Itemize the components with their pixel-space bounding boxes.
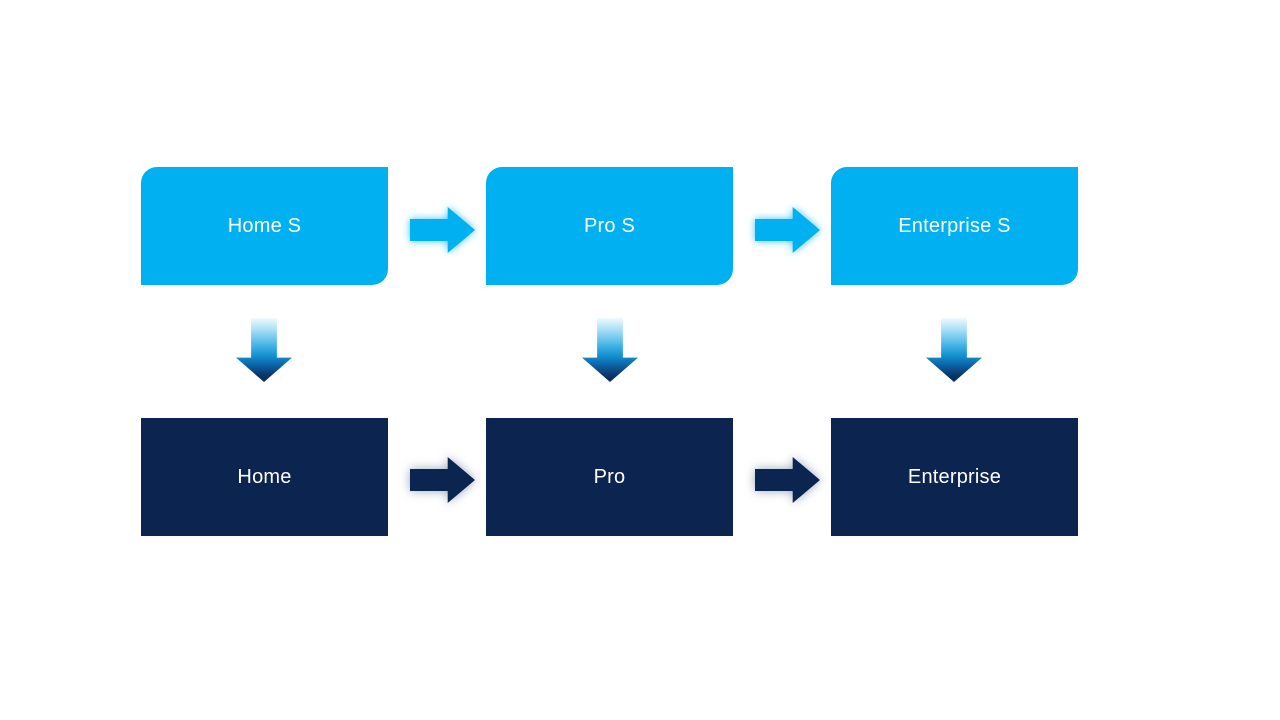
down-arrow-icon [582, 318, 638, 382]
box-enterprise: Enterprise [831, 418, 1078, 536]
right-arrow-icon [410, 207, 475, 253]
box-pro-s-label: Pro S [583, 214, 636, 237]
box-home-label: Home [237, 465, 292, 488]
right-arrow-icon [755, 207, 820, 253]
right-arrow-shape [410, 457, 475, 503]
right-arrow-icon [755, 457, 820, 503]
box-home-s: Home S [141, 167, 388, 285]
box-enterprise-s-label: Enterprise S [898, 214, 1011, 237]
box-home-s-label: Home S [227, 214, 302, 237]
right-arrow-shape [755, 207, 820, 253]
down-arrow-icon [236, 318, 292, 382]
right-arrow-shape [410, 207, 475, 253]
right-arrow-icon [410, 457, 475, 503]
box-pro: Pro [486, 418, 733, 536]
box-enterprise-label: Enterprise [907, 465, 1002, 488]
box-pro-s: Pro S [486, 167, 733, 285]
box-pro-label: Pro [593, 465, 626, 488]
box-home: Home [141, 418, 388, 536]
down-arrow-icon [926, 318, 982, 382]
right-arrow-shape [755, 457, 820, 503]
box-enterprise-s: Enterprise S [831, 167, 1078, 285]
